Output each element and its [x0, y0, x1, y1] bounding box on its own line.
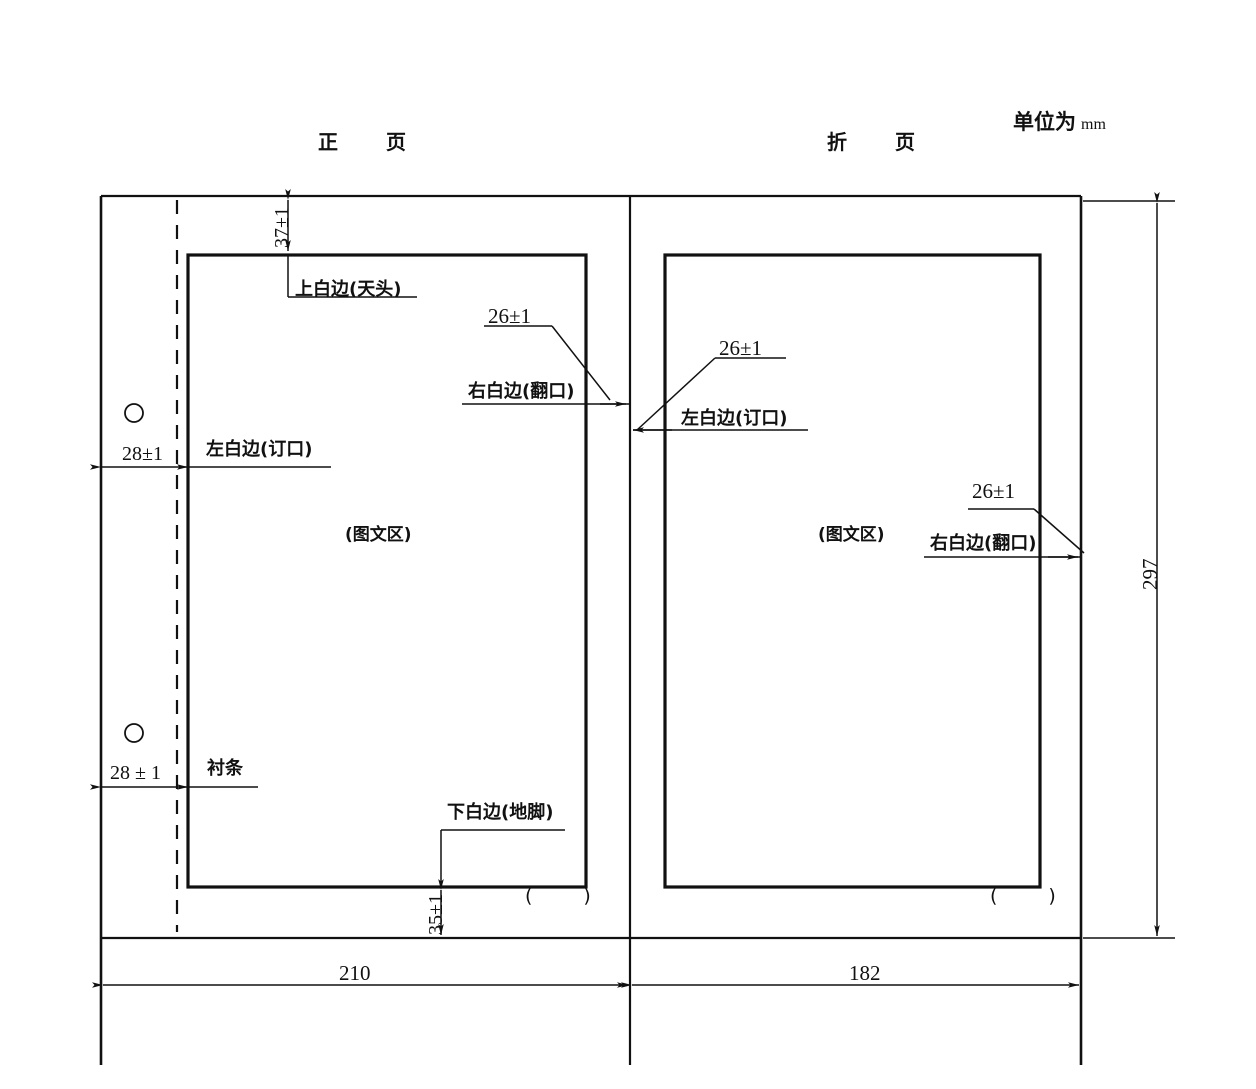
fold-page-content-area-label: (图文区)	[818, 525, 885, 545]
label-fold-left-margin: 左白边(订口)	[681, 408, 788, 429]
value-fold-left-margin: 26±1	[719, 336, 763, 360]
value-front-page-width: 210	[339, 961, 371, 985]
front-page-placeholder: ( )	[525, 885, 607, 907]
dim-lining-strip	[90, 760, 258, 798]
value-bottom-margin: 35±1	[425, 894, 447, 935]
dim-widths	[92, 944, 1082, 1005]
label-bottom-margin: 下白边(地脚)	[447, 802, 554, 823]
unit-note-text: 单位为	[1013, 110, 1076, 134]
dim-bottom-margin	[438, 829, 565, 935]
front-page-content-box	[186, 253, 588, 889]
dim-height	[1083, 192, 1175, 939]
dim-front-right-margin	[462, 325, 630, 407]
value-top-margin: 37±1	[271, 207, 293, 248]
fold-page-placeholder: ( )	[990, 885, 1072, 907]
label-top-margin: 上白边(天头)	[295, 279, 402, 300]
unit-note: 单位为 mm	[1013, 112, 1106, 133]
value-fold-right-margin: 26±1	[972, 479, 1016, 503]
value-front-left-margin: 28±1	[122, 443, 163, 465]
value-fold-page-width: 182	[849, 961, 881, 985]
punch-hole-upper	[124, 403, 144, 423]
header-front-page: 正 页	[318, 130, 420, 154]
value-front-right-margin: 26±1	[488, 304, 532, 328]
dim-fold-right-margin	[924, 508, 1085, 560]
label-front-left-margin: 左白边(订口)	[206, 439, 313, 460]
dim-fold-left-margin	[633, 357, 808, 433]
label-lining-strip: 衬条	[207, 758, 243, 779]
unit-note-unit: mm	[1081, 116, 1106, 133]
dim-front-left-margin	[90, 440, 331, 478]
header-fold-page: 折 页	[827, 130, 929, 154]
front-page-content-area-label: (图文区)	[345, 525, 412, 545]
value-overall-height: 297	[1138, 558, 1162, 591]
fold-page-content-box	[663, 253, 1042, 889]
punch-holes	[124, 403, 144, 743]
sheet-outline	[99, 194, 1083, 1065]
value-lining-strip: 28 ± 1	[110, 762, 161, 784]
punch-hole-lower	[124, 723, 144, 743]
label-front-right-margin: 右白边(翻口)	[468, 381, 575, 402]
dim-top-margin	[285, 189, 417, 298]
label-fold-right-margin: 右白边(翻口)	[930, 533, 1037, 554]
